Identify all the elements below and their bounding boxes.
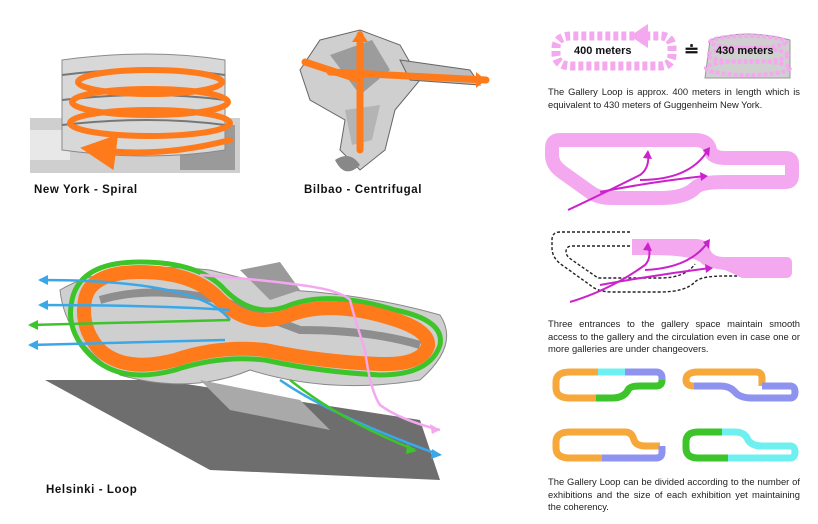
paragraph-length: The Gallery Loop is approx. 400 meters i… bbox=[548, 86, 800, 110]
division-loop-2 bbox=[682, 368, 799, 402]
paragraph-division: The Gallery Loop can be divided accordin… bbox=[548, 476, 800, 513]
bilbao-label: Bilbao - Centrifugal bbox=[304, 184, 423, 196]
left-length-value: 400 meters bbox=[574, 45, 632, 57]
new-york-label: New York - Spiral bbox=[34, 184, 138, 196]
paragraph-entrances: Three entrances to the gallery space mai… bbox=[548, 318, 800, 355]
helsinki-loop-diagram bbox=[28, 259, 448, 480]
new-york-spiral-diagram bbox=[30, 53, 240, 173]
division-loop-1 bbox=[552, 368, 666, 402]
helsinki-label: Helsinki - Loop bbox=[46, 484, 138, 496]
division-loop-4 bbox=[682, 428, 799, 462]
bilbao-centrifugal-diagram bbox=[299, 29, 490, 172]
length-comparison-diagram bbox=[551, 24, 792, 79]
division-loop-3 bbox=[552, 428, 666, 462]
entrances-diagram-partial bbox=[551, 231, 792, 303]
approx-equal-symbol: ≐ bbox=[684, 40, 700, 60]
entrances-diagram-full bbox=[545, 133, 799, 211]
right-length-value: 430 meters bbox=[716, 45, 774, 57]
